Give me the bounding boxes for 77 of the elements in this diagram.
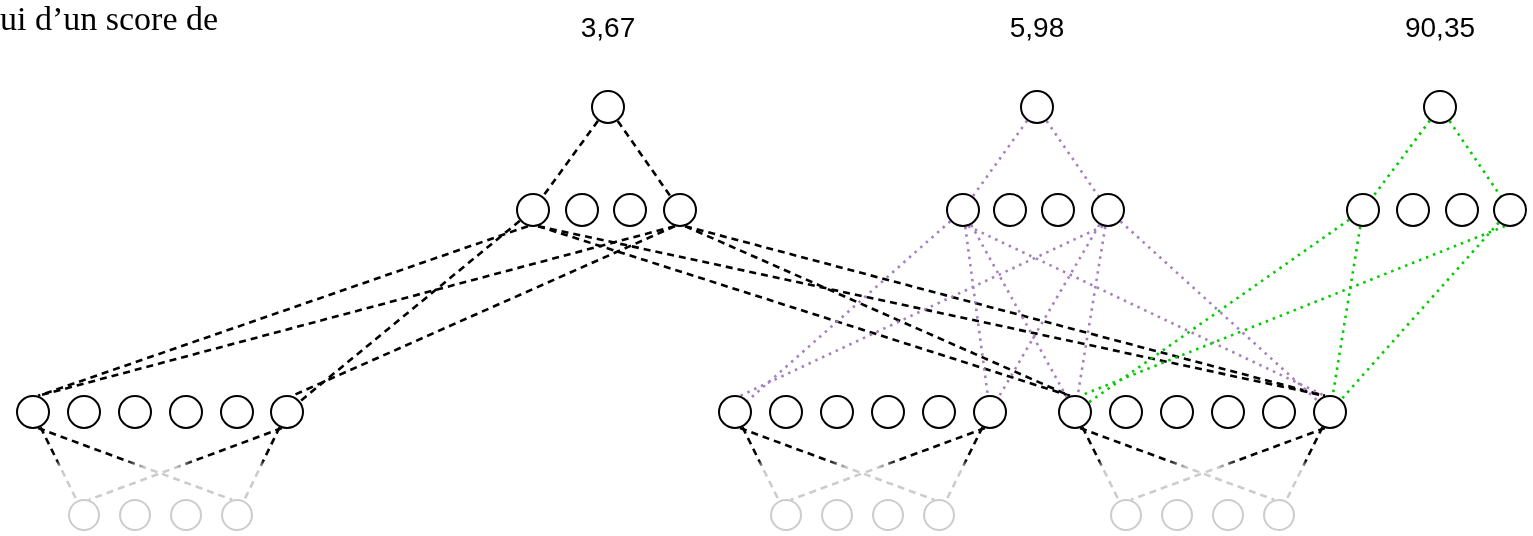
connector-line bbox=[684, 224, 1326, 398]
neuron-circle bbox=[769, 395, 803, 429]
neuron-circle bbox=[169, 395, 203, 429]
connector-line bbox=[790, 426, 986, 501]
connector-line bbox=[739, 426, 935, 501]
connector-line bbox=[242, 426, 281, 502]
neuron-circle bbox=[1313, 395, 1347, 429]
neuron-circle bbox=[871, 395, 905, 429]
neuron-circle bbox=[718, 395, 752, 429]
score-value: 90,35 bbox=[1404, 12, 1476, 44]
caption-text: ui d’un score de bbox=[0, 0, 219, 38]
connector-line bbox=[1079, 426, 1275, 501]
connector-line bbox=[997, 224, 1101, 398]
score-value: 3,67 bbox=[580, 12, 636, 44]
connector-line bbox=[37, 224, 529, 398]
neuron-circle bbox=[946, 193, 980, 227]
neuron-circle bbox=[1263, 499, 1295, 531]
neuron-circle bbox=[16, 395, 50, 429]
neuron-circle bbox=[67, 395, 101, 429]
connector-line bbox=[1284, 426, 1324, 502]
neuron-circle bbox=[1346, 193, 1380, 227]
score-value: 5,98 bbox=[1009, 12, 1065, 44]
neuron-circle bbox=[663, 193, 697, 227]
connector-line bbox=[299, 219, 521, 403]
neuron-circle bbox=[770, 499, 802, 531]
connector-line bbox=[741, 426, 781, 502]
connector-line bbox=[970, 224, 1068, 398]
connector-line bbox=[739, 224, 1104, 398]
neuron-circle bbox=[993, 193, 1027, 227]
neuron-circle bbox=[1212, 499, 1244, 531]
neuron-circle bbox=[1423, 90, 1457, 124]
neuron-circle bbox=[591, 90, 625, 124]
connector-line bbox=[967, 224, 1326, 398]
neuron-circle bbox=[1262, 395, 1296, 429]
neuron-circle bbox=[1041, 193, 1075, 227]
neuron-circle bbox=[270, 395, 304, 429]
neuron-circle bbox=[1160, 395, 1194, 429]
connector-line bbox=[616, 120, 672, 197]
connector-line bbox=[1372, 119, 1431, 198]
neuron-circle bbox=[118, 395, 152, 429]
neuron-circle bbox=[1110, 499, 1142, 531]
neuron-circle bbox=[922, 395, 956, 429]
connector-line bbox=[39, 426, 79, 502]
neuron-circle bbox=[1445, 193, 1479, 227]
neuron-circle bbox=[1058, 395, 1092, 429]
neuron-circle bbox=[68, 499, 100, 531]
neuron-circle bbox=[1493, 193, 1527, 227]
connector-line bbox=[88, 426, 283, 501]
neuron-circle bbox=[119, 499, 151, 531]
neuron-circle bbox=[820, 395, 854, 429]
connector-line bbox=[541, 119, 600, 198]
neuron-circle bbox=[1091, 193, 1125, 227]
neuron-circle bbox=[1211, 395, 1245, 429]
connector-line bbox=[1045, 120, 1100, 197]
neuron-circle bbox=[821, 499, 853, 531]
neuron-circle bbox=[613, 193, 647, 227]
neuron-circle bbox=[220, 395, 254, 429]
neuron-circle bbox=[923, 499, 955, 531]
neuron-circle bbox=[973, 395, 1007, 429]
connector-line bbox=[1130, 426, 1326, 501]
neuron-circle bbox=[1396, 193, 1430, 227]
connector-line bbox=[1088, 218, 1350, 404]
neuron-circle bbox=[1020, 90, 1054, 124]
connector-line bbox=[944, 426, 984, 502]
neuron-circle bbox=[516, 193, 550, 227]
neuron-circle bbox=[170, 499, 202, 531]
connector-line bbox=[1119, 220, 1319, 402]
neuron-circle bbox=[1161, 499, 1193, 531]
neuron-circle bbox=[565, 193, 599, 227]
connector-line bbox=[1081, 426, 1121, 502]
connector-line bbox=[971, 120, 1029, 197]
connector-line bbox=[1340, 221, 1500, 401]
neuron-circle bbox=[221, 499, 253, 531]
neuron-circle bbox=[1109, 395, 1143, 429]
connector-line bbox=[963, 226, 990, 396]
connector-line bbox=[37, 426, 233, 501]
neuron-circle bbox=[872, 499, 904, 531]
